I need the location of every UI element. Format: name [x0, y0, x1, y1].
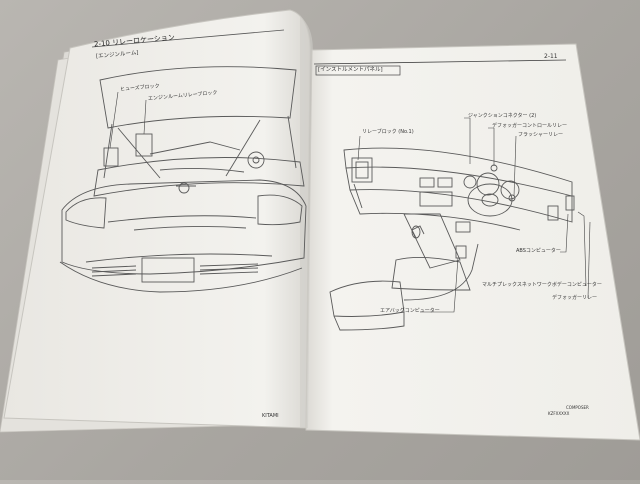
subheading-box	[315, 65, 401, 76]
left-footer: KITAMI	[262, 413, 279, 419]
right-page-number: 2-11	[544, 53, 558, 60]
title-rule	[91, 29, 285, 48]
callout-junction-connector: ジャンクションコネクター (2)	[468, 113, 537, 119]
right-footer-code-1: COMPOSER	[566, 405, 589, 410]
callout-airbag-computer: エアバッグコンピューター	[380, 308, 440, 314]
left-page	[3, 9, 311, 429]
right-subheading: [インストルメントパネル]	[318, 67, 383, 73]
callout-multiplex-computer: マルチプレックスネットワークボデーコンピューター	[482, 282, 602, 288]
callout-defogger-relay: デフォッガーリレー	[552, 295, 598, 301]
right-footer-code-2: KZFXXXXX	[548, 411, 570, 416]
callout-relay-block: リレーブロック (No.1)	[362, 129, 414, 135]
header-rule	[313, 59, 567, 65]
callout-defogger-control-relay: デフォッガーコントロールリレー	[492, 123, 568, 129]
right-leaders	[357, 117, 591, 313]
instrument-panel-drawing	[329, 147, 575, 331]
callout-abs-computer: ABSコンピューター	[516, 248, 561, 254]
gutter-shadow	[300, 16, 313, 428]
right-page	[305, 43, 640, 441]
left-leaders	[109, 91, 147, 149]
callout-flasher-relay: フラッシャーリレー	[518, 132, 564, 138]
engine-room-drawing	[59, 66, 307, 293]
